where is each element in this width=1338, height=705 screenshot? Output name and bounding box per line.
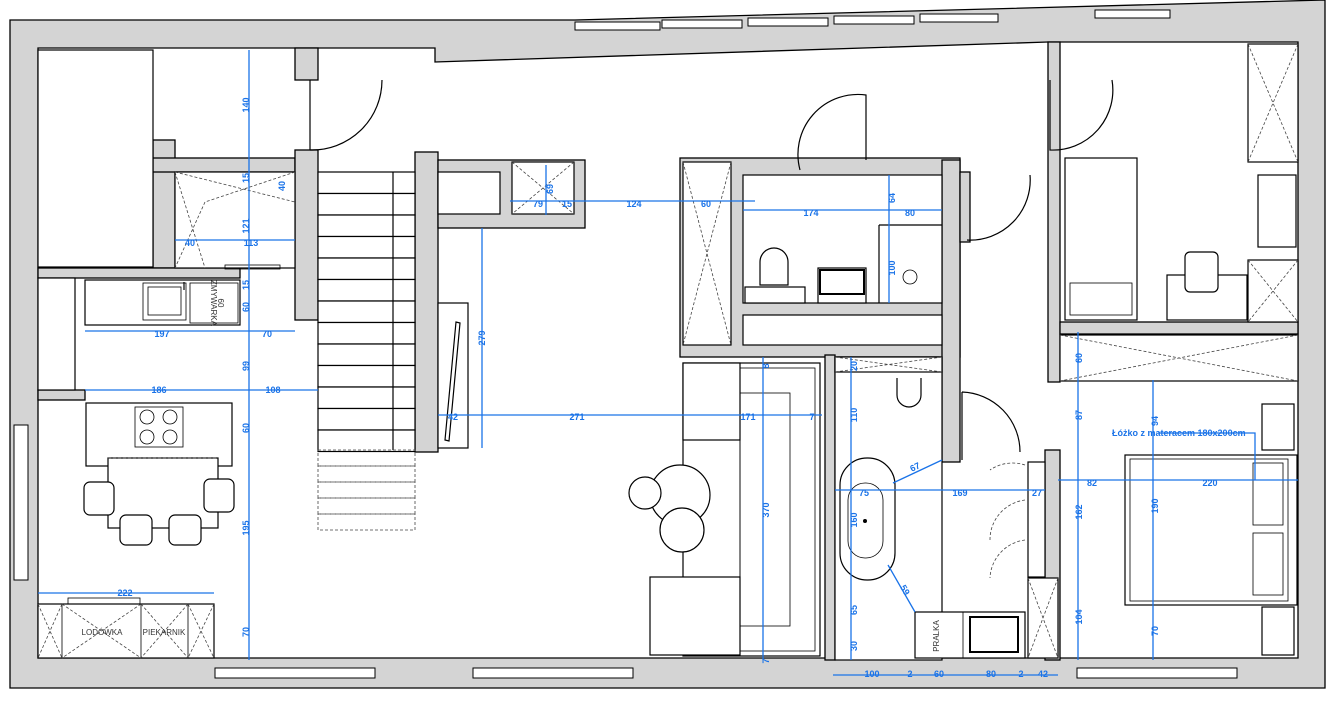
staircase [317, 171, 416, 531]
kitchen-island [85, 402, 233, 467]
dimension-label: 370 [761, 502, 771, 517]
dimension-label: 222 [117, 588, 132, 598]
dimension-label: 7 [809, 412, 814, 422]
stair-tread-below [317, 481, 416, 499]
utility-closet [174, 171, 296, 270]
dimension-label: 60 [1074, 353, 1084, 363]
dimension-label: 160 [849, 512, 859, 527]
stair-tread [317, 171, 416, 195]
dimension-label: 2 [1018, 669, 1023, 679]
dimension-label: 42 [1038, 669, 1048, 679]
dimension-label: 94 [1150, 416, 1160, 426]
dimension-labels: 140 15 40 121 15 60 99 60 195 70 40 113 197 70 186 108 2… [117, 97, 1217, 679]
dimension-label: 104 [1074, 609, 1084, 624]
dimension-label: 80 [986, 669, 996, 679]
stair-tread [317, 386, 416, 410]
bathroom: PRALKA [834, 356, 1059, 659]
stair-tread-below [317, 513, 416, 531]
dimension-label: 124 [626, 199, 641, 209]
wc-room [309, 79, 1114, 304]
dimension-label: 65 [849, 605, 859, 615]
stair-tread [317, 257, 416, 281]
dimension-label: 190 [1150, 498, 1160, 513]
dimension-label: 171 [740, 412, 755, 422]
stair-tread [317, 343, 416, 367]
dishwasher-size: 60 [216, 299, 225, 308]
dimension-label: 60 [934, 669, 944, 679]
dimension-label: 60 [701, 199, 711, 209]
dimension-label: 30 [849, 641, 859, 651]
built-in-fixtures [37, 43, 1299, 661]
washer-label: PRALKA [932, 620, 941, 652]
dimension-label: 15 [241, 173, 251, 183]
dimension-label: 42 [448, 412, 458, 422]
fridge-label: LODÓWKA [82, 628, 124, 637]
dimension-label: 69 [545, 184, 555, 194]
oven-label: PIEKARNIK [143, 628, 186, 637]
dimension-label: 113 [244, 238, 259, 248]
dimension-label: 15 [241, 280, 251, 290]
bed-note: Łóżko z materacem 180x200cm [1112, 428, 1246, 438]
dimension-label: 271 [569, 412, 584, 422]
dimension-label: 60 [241, 302, 251, 312]
stair-tread-below [317, 449, 416, 467]
stair-tread [317, 364, 416, 388]
dimension-label: 279 [477, 330, 487, 345]
stair-tread [317, 214, 416, 238]
dimension-label: 8 [761, 363, 771, 368]
dimension-label: 67 [908, 460, 921, 473]
stair-tread [317, 278, 416, 302]
dimension-label: 121 [241, 218, 251, 233]
dimension-label: 59 [898, 583, 912, 597]
dimension-label: 169 [952, 488, 967, 498]
stair-tread [317, 192, 416, 216]
dimension-label: 220 [1202, 478, 1217, 488]
dimension-label: 197 [154, 329, 169, 339]
dimension-label: 87 [1074, 410, 1084, 420]
dimension-label: 80 [905, 208, 915, 218]
single-bed [1064, 157, 1138, 321]
stair-tread-below [317, 465, 416, 483]
dimension-label: 195 [241, 520, 251, 535]
stair-tread [317, 321, 416, 345]
dimension-label: 27 [1032, 488, 1042, 498]
dimension-label: 100 [864, 669, 879, 679]
dimension-label: 40 [277, 181, 287, 191]
living-area [437, 302, 821, 657]
exterior-walls [9, 0, 1326, 689]
dimension-label: 64 [887, 193, 897, 203]
dimension-label: 79 [533, 199, 543, 209]
dimension-label: 7 [761, 658, 771, 663]
dimension-label: 75 [859, 488, 869, 498]
dimension-label: 70 [1150, 626, 1160, 636]
dimension-lines [38, 50, 1298, 676]
dimension-label: 174 [803, 208, 818, 218]
stair-tread [317, 300, 416, 324]
dimension-label: 15 [562, 199, 572, 209]
dimension-label: 2 [907, 669, 912, 679]
dimension-label: 110 [849, 408, 859, 423]
stair-tread [317, 407, 416, 431]
dimension-label: 40 [185, 238, 195, 248]
dimension-label: 100 [887, 260, 897, 275]
dishwasher-label: ZMYWARKA [209, 280, 218, 327]
dimension-label: 186 [151, 385, 166, 395]
dimension-label: 20 [849, 361, 859, 371]
dimension-label: 162 [1074, 504, 1084, 519]
bedrooms [1064, 157, 1298, 656]
dimension-label: 140 [241, 97, 251, 112]
dimension-label: 108 [265, 385, 280, 395]
dimension-label: 60 [241, 423, 251, 433]
windows [13, 9, 1238, 679]
stair-tread [317, 235, 416, 259]
stair-tread-below [317, 497, 416, 515]
stair-tread [317, 429, 416, 453]
dimension-label: 99 [241, 361, 251, 371]
bathtub [839, 457, 896, 581]
dimension-label: 70 [262, 329, 272, 339]
dimension-label: 70 [241, 627, 251, 637]
dimension-label: 82 [1087, 478, 1097, 488]
kitchen: ZMYWARKA 60 LODÓWKA PIEKARNIK [37, 279, 241, 659]
